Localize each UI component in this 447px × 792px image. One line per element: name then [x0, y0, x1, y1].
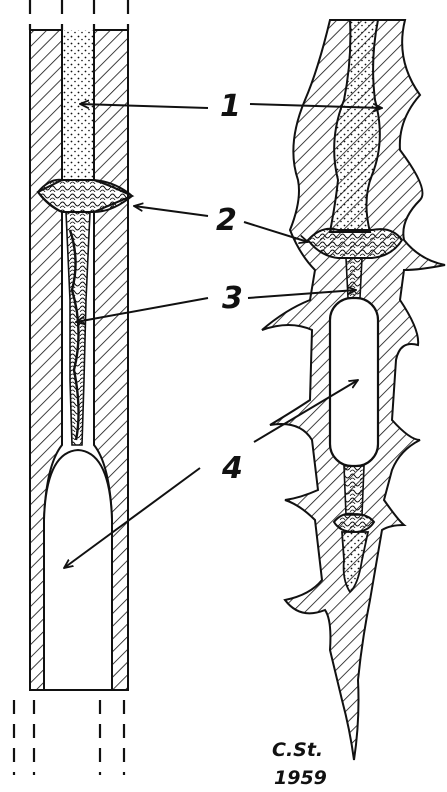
left-empty-lumen — [44, 450, 112, 690]
label-4: 4 — [221, 451, 243, 486]
left-vessel — [14, 0, 132, 775]
signature-year: 1959 — [274, 767, 327, 789]
arrow-2-left — [134, 206, 208, 216]
signature-name: C.St. — [272, 739, 323, 761]
label-3: 3 — [222, 281, 243, 316]
right-clot-cap — [308, 229, 402, 258]
right-vessel — [262, 20, 445, 760]
label-2: 2 — [216, 203, 237, 238]
right-lower-thread — [344, 466, 364, 515]
right-thrombus-thread — [346, 258, 362, 298]
right-lower-clot — [334, 514, 374, 532]
label-1: 1 — [220, 89, 241, 124]
